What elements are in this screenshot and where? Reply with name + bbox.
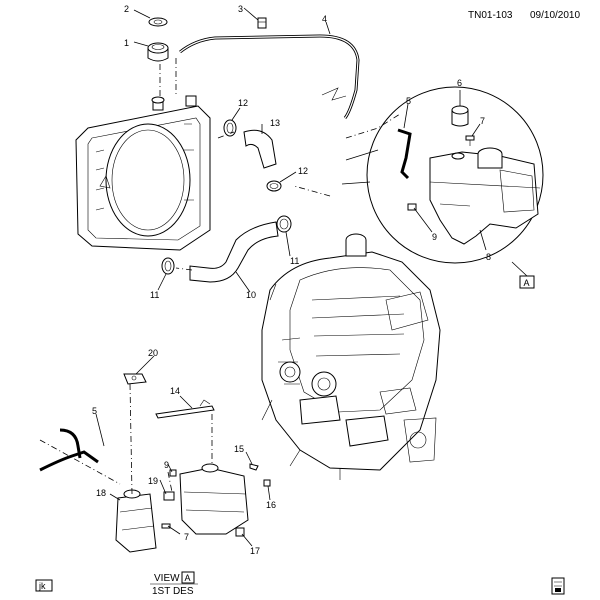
corner-tag-box: [35, 579, 53, 592]
callout-3: 3: [238, 4, 243, 14]
radiator-fan-shroud: [75, 95, 211, 251]
callout-7-detail: 7: [480, 116, 485, 126]
part-20-bracket: [123, 373, 147, 385]
callout-11-left: 11: [150, 290, 159, 300]
part-12-clamp-lower: [266, 180, 282, 192]
part-11-clamp-right: [276, 215, 292, 233]
part-15-bolt: [249, 463, 259, 471]
callout-8: 8: [486, 252, 491, 262]
part-3-clip: [257, 17, 267, 29]
part-12-clamp-upper: [223, 119, 237, 137]
publisher-logo-icon: [551, 577, 565, 595]
callout-12-upper: 12: [238, 98, 248, 108]
view-caption-text: VIEW: [154, 573, 180, 584]
part-4-overflow-hose: [179, 34, 360, 119]
callout-17: 17: [250, 546, 260, 556]
callout-1: 1: [124, 38, 129, 48]
part-19-fastener: [163, 491, 175, 501]
callout-19: 19: [148, 476, 158, 486]
part-1-radiator-cap: [147, 42, 169, 62]
callout-4: 4: [322, 14, 327, 24]
design-caption: 1ST DES: [152, 586, 194, 597]
part-13-upper-hose: [243, 129, 277, 169]
part-16-bolt: [263, 479, 271, 487]
part-5-hose-detail: [397, 128, 412, 180]
diagram-date: 09/10/2010: [530, 10, 580, 21]
callout-14: 14: [170, 386, 180, 396]
callout-12-lower: 12: [298, 166, 308, 176]
callout-13: 13: [270, 118, 280, 128]
part-5-hose-lower: [39, 450, 99, 472]
part-7-bolt-lower: [161, 523, 171, 529]
corner-tag: jk: [38, 581, 46, 591]
part-14-strap: [155, 399, 215, 419]
part-11-clamp-left: [161, 257, 175, 275]
callout-6: 6: [457, 78, 462, 88]
part-7-bolt-detail: [465, 135, 475, 146]
part-6-reservoir-cap: [451, 105, 469, 127]
part-9-nut-lower: [169, 469, 177, 477]
part-2-gasket: [148, 17, 168, 27]
diagram-code: TN01-103: [468, 10, 513, 21]
part-18-reservoir: [115, 489, 157, 553]
callout-9-lower: 9: [164, 460, 169, 470]
callout-2: 2: [124, 4, 129, 14]
callout-16: 16: [266, 500, 276, 510]
engine-assembly: [261, 233, 441, 480]
view-caption-box: [181, 571, 195, 584]
view-a-box-label: A: [524, 278, 530, 288]
callout-15: 15: [234, 444, 244, 454]
callout-10: 10: [246, 290, 256, 300]
callout-5-detail: 5: [406, 96, 411, 106]
part-10-lower-hose: [189, 221, 279, 283]
callout-9-detail: 9: [432, 232, 437, 242]
callout-18: 18: [96, 488, 106, 498]
callout-11-right: 11: [290, 256, 299, 266]
view-caption-letter: A: [185, 573, 191, 583]
callout-20: 20: [148, 348, 158, 358]
callout-5-lower: 5: [92, 406, 97, 416]
callout-7-lower: 7: [184, 532, 189, 542]
detail-view-circle: [341, 86, 544, 264]
lower-coolant-tank: [179, 463, 249, 535]
